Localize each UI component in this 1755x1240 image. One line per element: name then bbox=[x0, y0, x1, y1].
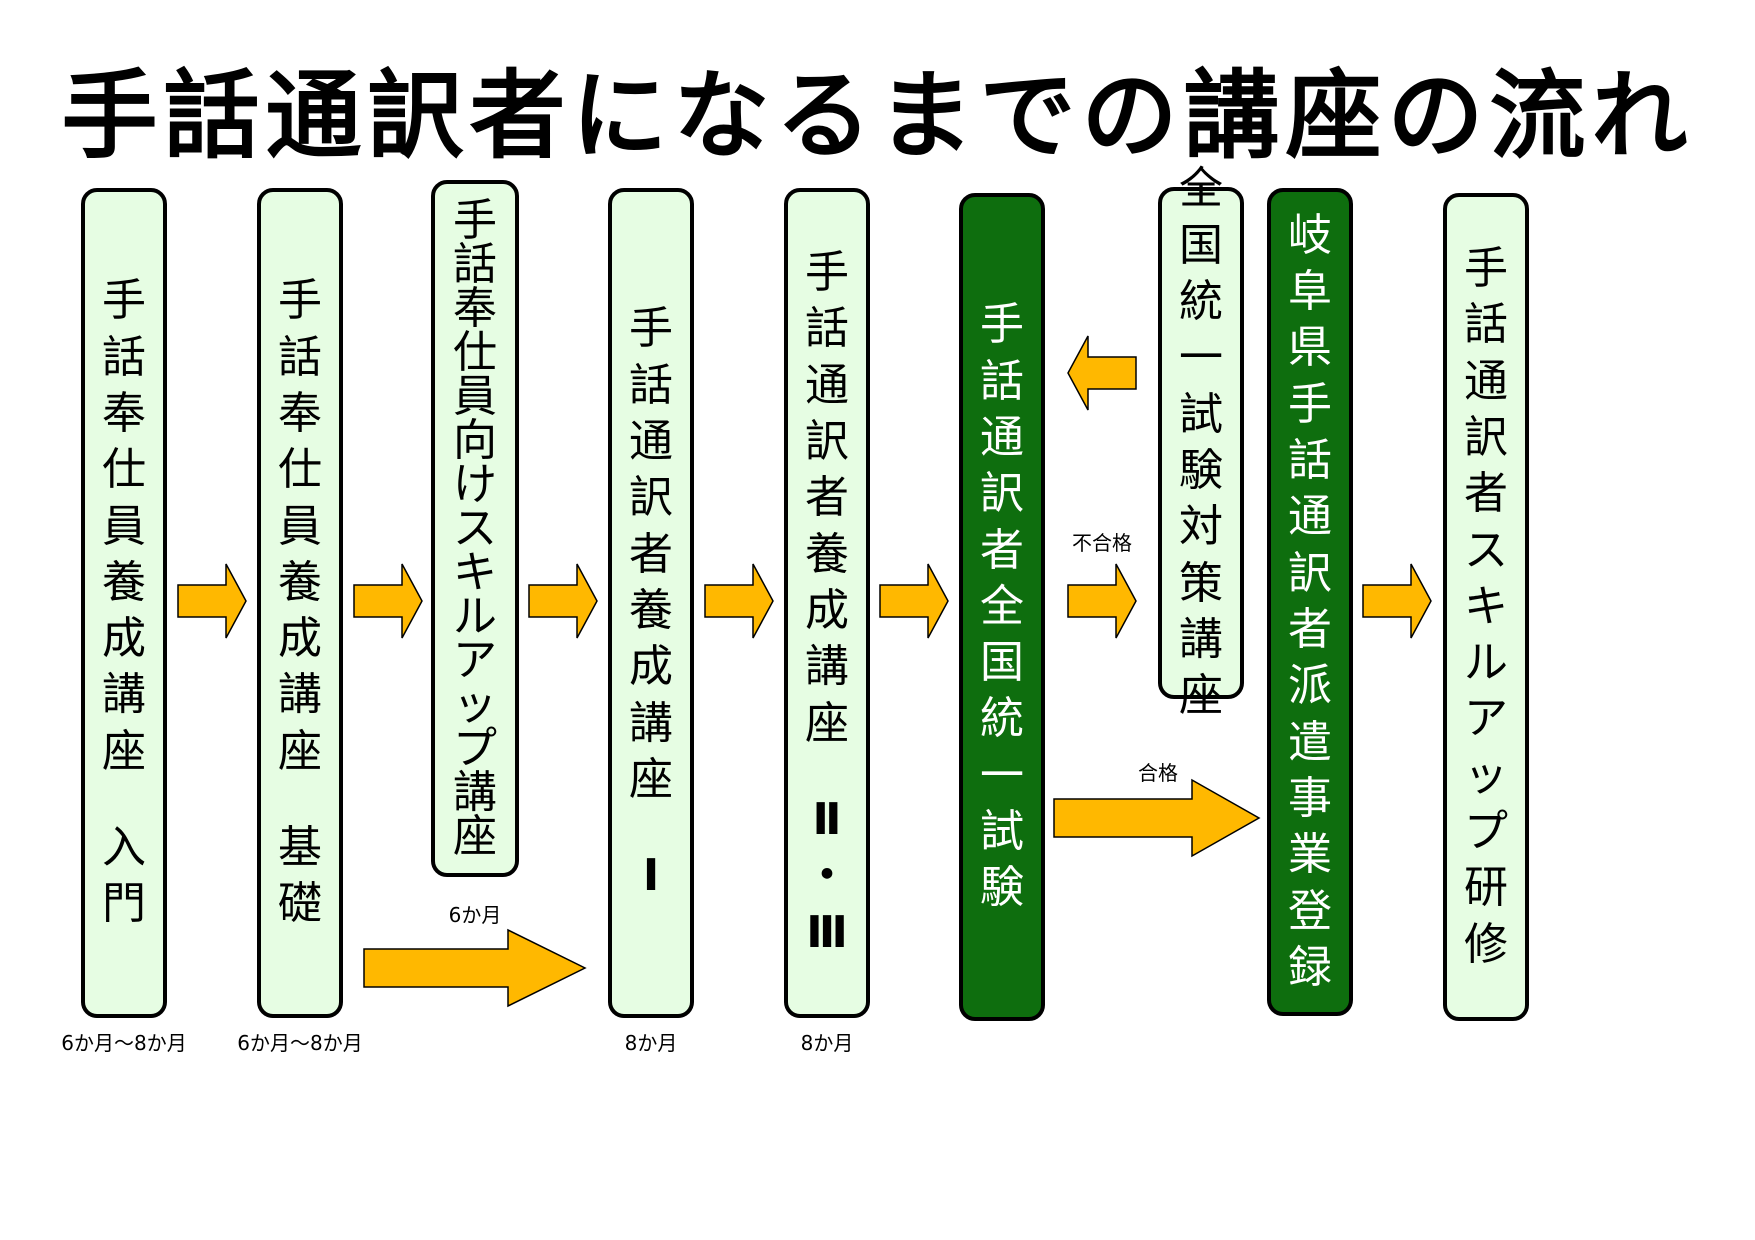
box-extra-interp23: Ⅱ・Ⅲ bbox=[805, 793, 849, 958]
box-interpreter-course-1: 手話通訳者養成講座 Ⅰ bbox=[608, 188, 694, 1018]
box-interpreter-course-2-3: 手話通訳者養成講座 Ⅱ・Ⅲ bbox=[784, 188, 870, 1018]
arrow-interp1-to-interp23 bbox=[704, 563, 774, 639]
box-national-exam: 手話通訳者全国統一試験 bbox=[959, 193, 1045, 1021]
arrow-exam-to-prep-fail bbox=[1067, 563, 1137, 639]
arrow-intro-to-basic bbox=[177, 563, 247, 639]
duration-basic: 6か月～8か月 bbox=[237, 1031, 363, 1055]
box-label-basic: 手話奉仕員養成講座 bbox=[278, 275, 322, 777]
duration-intro: 6か月～8か月 bbox=[61, 1031, 187, 1055]
duration-bypass: 6か月 bbox=[448, 903, 502, 927]
box-label-skillup: 手話奉仕員向けスキルアップ講座 bbox=[453, 194, 497, 862]
arrow-basic-to-skillup bbox=[353, 563, 423, 639]
duration-interp23: 8か月 bbox=[800, 1031, 854, 1055]
box-label-interp1: 手話通訳者養成講座 bbox=[629, 303, 673, 805]
box-dispatch-registration: 岐阜県手話通訳者派遣事業登録 bbox=[1267, 188, 1353, 1016]
box-extra-intro: 入門 bbox=[102, 822, 146, 930]
box-skillup-training: 手話通訳者スキルアップ研修 bbox=[1443, 193, 1529, 1021]
box-label-prep: 全国統一試験対策講座 bbox=[1179, 163, 1223, 722]
arrow-basic-to-interp1-bypass bbox=[363, 928, 587, 1008]
box-label-exam: 手話通訳者全国統一試験 bbox=[980, 299, 1024, 914]
box-label-register: 岐阜県手話通訳者派遣事業登録 bbox=[1288, 209, 1332, 993]
box-extra-interp1: Ⅰ bbox=[642, 850, 660, 902]
box-exam-prep-course: 全国統一試験対策講座 bbox=[1158, 163, 1244, 721]
duration-interp1: 8か月 bbox=[624, 1031, 678, 1055]
page-title: 手話通訳者になるまでの講座の流れ bbox=[61, 60, 1694, 172]
arrow-interp23-to-exam bbox=[879, 563, 949, 639]
box-extra-basic: 基礎 bbox=[278, 822, 322, 930]
box-intro-course: 手話奉仕員養成講座入門 bbox=[81, 188, 167, 1018]
label-pass: 合格 bbox=[1138, 761, 1178, 785]
box-label-intro: 手話奉仕員養成講座 bbox=[102, 275, 146, 777]
box-skillup-course: 手話奉仕員向けスキルアップ講座 bbox=[431, 180, 519, 877]
box-label-training: 手話通訳者スキルアップ研修 bbox=[1464, 242, 1508, 970]
label-fail: 不合格 bbox=[1072, 531, 1132, 555]
arrow-register-to-training bbox=[1362, 563, 1432, 639]
arrow-exam-to-register-pass bbox=[1053, 778, 1261, 858]
box-label-interp23: 手話通訳者養成講座 bbox=[805, 247, 849, 749]
arrow-prep-to-exam bbox=[1067, 335, 1137, 411]
arrow-skillup-to-interp1 bbox=[528, 563, 598, 639]
box-basic-course: 手話奉仕員養成講座基礎 bbox=[257, 188, 343, 1018]
